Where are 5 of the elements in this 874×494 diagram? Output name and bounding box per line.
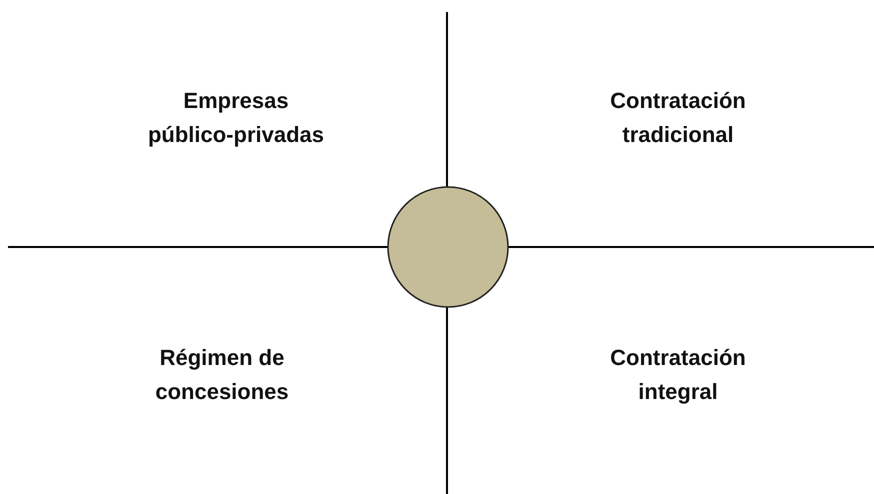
quadrant-label: Empresas público-privadas bbox=[146, 87, 326, 149]
center-circle bbox=[387, 186, 509, 308]
quadrant-label: Régimen de concesiones bbox=[154, 344, 290, 406]
quadrant-label: Contratación tradicional bbox=[609, 87, 747, 149]
quadrant-label: Contratación integral bbox=[609, 344, 747, 406]
